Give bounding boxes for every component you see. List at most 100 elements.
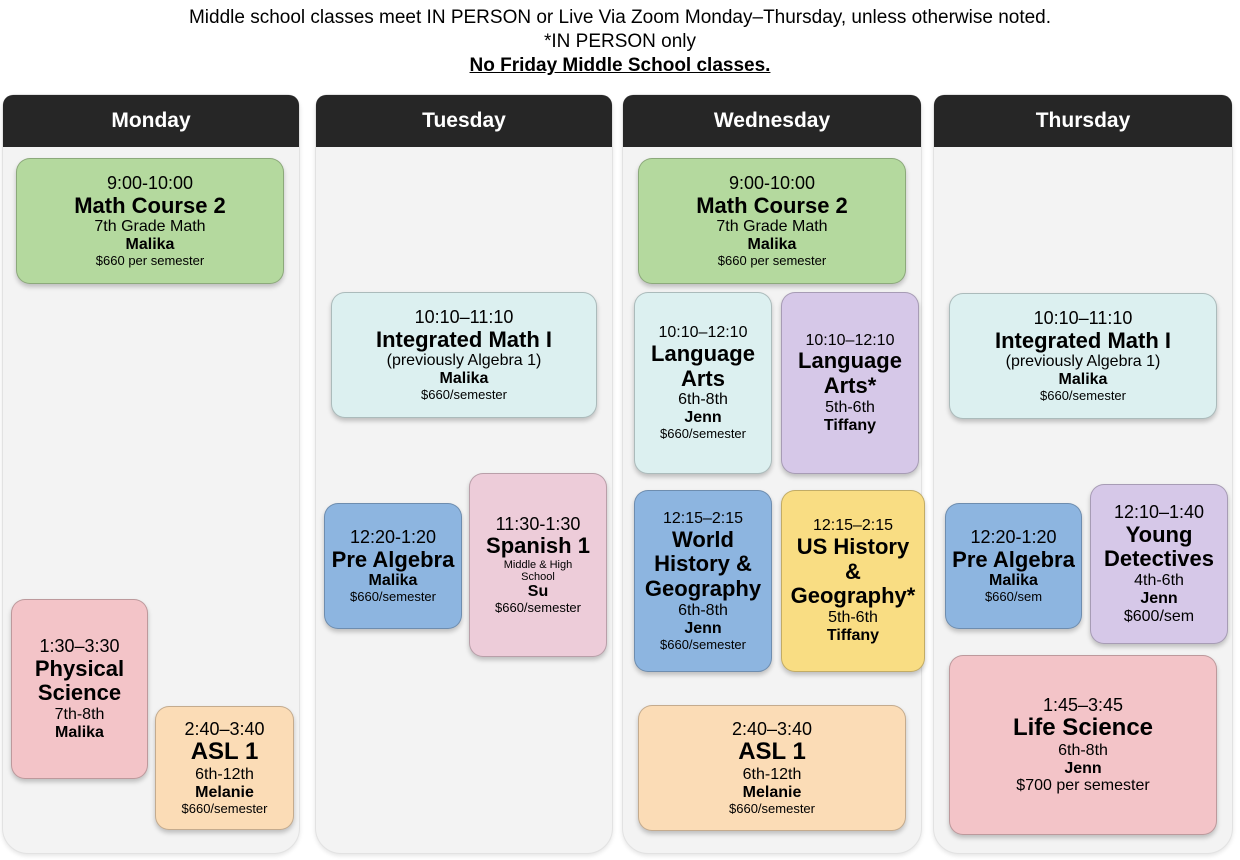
- class-price: $660 per semester: [95, 253, 205, 269]
- class-price: $600/sem: [1123, 607, 1195, 625]
- class-teacher: Malika: [747, 236, 797, 254]
- class-name: Geography*: [790, 583, 916, 609]
- class-card-young-detectives[interactable]: 12:10–1:40 Young Detectives 4th-6th Jenn…: [1090, 484, 1228, 644]
- class-name: Pre Algebra: [952, 546, 1075, 572]
- class-teacher: Tiffany: [826, 626, 880, 644]
- class-time: 12:10–1:40: [1113, 502, 1205, 523]
- class-card-language-arts-in-person[interactable]: 10:10–12:10 Language Arts* 5th-6th Tiffa…: [781, 292, 919, 474]
- class-teacher: Malika: [368, 572, 418, 590]
- page-header: Middle school classes meet IN PERSON or …: [0, 6, 1240, 78]
- class-grade: 6th-8th: [1058, 741, 1108, 759]
- class-name: Spanish 1: [486, 533, 590, 559]
- class-price: $660/semester: [660, 426, 746, 442]
- class-note: (previously Algebra 1): [1005, 353, 1161, 371]
- class-grade: 7th-8th: [54, 705, 105, 723]
- day-header-thursday: Thursday: [934, 95, 1232, 147]
- class-card-spanish-1[interactable]: 11:30-1:30 Spanish 1 Middle & High Schoo…: [469, 473, 607, 657]
- class-name: US History: [796, 534, 910, 560]
- class-level: Middle & High: [503, 558, 573, 571]
- header-note-schedule: Middle school classes meet IN PERSON or …: [188, 7, 1052, 28]
- class-card-pre-algebra[interactable]: 12:20-1:20 Pre Algebra Malika $660/sem: [945, 503, 1082, 629]
- class-name: Life Science: [1012, 713, 1154, 741]
- class-card-asl-1[interactable]: 2:40–3:40 ASL 1 6th-12th Melanie $660/se…: [638, 705, 906, 831]
- class-teacher: Jenn: [684, 409, 722, 427]
- class-name: Integrated Math I: [994, 327, 1171, 353]
- class-time: 10:10–11:10: [1033, 308, 1133, 329]
- class-card-us-history-geography[interactable]: 12:15–2:15 US History & Geography* 5th-6…: [781, 490, 925, 672]
- class-price: $660/semester: [660, 636, 746, 652]
- class-price: $660/semester: [350, 589, 436, 605]
- class-teacher: Malika: [55, 723, 104, 741]
- class-name: Arts*: [823, 373, 877, 399]
- class-name: Science: [37, 680, 122, 706]
- class-time: 2:40–3:40: [184, 719, 265, 740]
- class-time: 2:40–3:40: [731, 719, 813, 740]
- class-teacher: Tiffany: [823, 416, 877, 434]
- column-tuesday: Tuesday 10:10–11:10 Integrated Math I (p…: [315, 94, 613, 854]
- class-teacher: Malika: [1058, 371, 1108, 389]
- class-price: $660/sem: [984, 589, 1043, 605]
- class-price: $660/semester: [421, 387, 507, 403]
- class-time: 9:00-10:00: [728, 173, 816, 194]
- class-grade: 5th-6th: [825, 398, 875, 416]
- class-card-integrated-math-i[interactable]: 10:10–11:10 Integrated Math I (previousl…: [331, 292, 597, 418]
- class-name: Integrated Math I: [375, 326, 552, 352]
- class-note: (previously Algebra 1): [386, 352, 542, 370]
- class-time: 1:30–3:30: [39, 636, 120, 657]
- class-time: 10:10–11:10: [414, 307, 514, 328]
- class-card-math-course-2[interactable]: 9:00-10:00 Math Course 2 7th Grade Math …: [16, 158, 284, 284]
- class-name: Math Course 2: [696, 192, 848, 218]
- class-price: $660/semester: [495, 600, 581, 616]
- class-time: 12:15–2:15: [662, 509, 744, 527]
- class-card-life-science[interactable]: 1:45–3:45 Life Science 6th-8th Jenn $700…: [949, 655, 1217, 835]
- class-time: 9:00-10:00: [106, 173, 194, 194]
- class-teacher: Malika: [125, 236, 175, 254]
- day-header-wednesday: Wednesday: [623, 95, 921, 147]
- class-time: 11:30-1:30: [495, 514, 581, 535]
- class-name: Geography: [644, 576, 762, 602]
- class-time: 12:15–2:15: [812, 517, 894, 535]
- class-time: 12:20-1:20: [970, 527, 1057, 548]
- class-teacher: Melanie: [742, 784, 802, 802]
- class-name: Detectives: [1103, 546, 1215, 572]
- class-grade: 7th Grade Math: [94, 218, 206, 236]
- class-name: Math Course 2: [74, 192, 226, 218]
- day-header-tuesday: Tuesday: [316, 95, 612, 147]
- class-teacher: Jenn: [1064, 759, 1102, 777]
- class-price: $660/semester: [181, 801, 268, 817]
- class-time: 10:10–12:10: [805, 331, 895, 349]
- header-note-in-person: *IN PERSON only: [543, 31, 697, 52]
- class-grade: 4th-6th: [1134, 571, 1184, 589]
- day-header-monday: Monday: [3, 95, 299, 147]
- class-card-language-arts[interactable]: 10:10–12:10 Language Arts 6th-8th Jenn $…: [634, 292, 772, 474]
- class-name: Physical: [34, 655, 125, 681]
- class-teacher: Jenn: [1140, 589, 1178, 607]
- class-teacher: Jenn: [684, 619, 722, 637]
- class-card-pre-algebra[interactable]: 12:20-1:20 Pre Algebra Malika $660/semes…: [324, 503, 462, 629]
- class-price: $660/semester: [1040, 388, 1126, 404]
- class-price: $700 per semester: [1016, 777, 1150, 795]
- class-name: History &: [654, 551, 752, 577]
- class-name: ASL 1: [190, 738, 259, 766]
- class-card-asl-1[interactable]: 2:40–3:40 ASL 1 6th-12th Melanie $660/se…: [155, 706, 294, 830]
- class-name: World: [672, 526, 734, 552]
- class-grade: 6th-8th: [678, 601, 728, 619]
- class-name: ASL 1: [738, 738, 806, 766]
- class-card-integrated-math-i[interactable]: 10:10–11:10 Integrated Math I (previousl…: [949, 293, 1217, 419]
- class-name: Young: [1125, 521, 1193, 547]
- class-card-world-history-geography[interactable]: 12:15–2:15 World History & Geography 6th…: [634, 490, 772, 672]
- column-monday: Monday 9:00-10:00 Math Course 2 7th Grad…: [2, 94, 300, 854]
- class-teacher: Malika: [989, 572, 1038, 590]
- header-note-no-friday: No Friday Middle School classes.: [469, 55, 771, 76]
- class-price: $660/semester: [729, 801, 815, 817]
- class-grade: 7th Grade Math: [716, 218, 828, 236]
- class-teacher: Malika: [439, 370, 489, 388]
- class-name: Arts: [680, 365, 725, 391]
- class-card-physical-science[interactable]: 1:30–3:30 Physical Science 7th-8th Malik…: [11, 599, 148, 779]
- class-name: &: [845, 558, 861, 584]
- class-card-math-course-2[interactable]: 9:00-10:00 Math Course 2 7th Grade Math …: [638, 158, 906, 284]
- class-name: Pre Algebra: [331, 546, 455, 572]
- class-teacher: Su: [527, 583, 549, 601]
- class-teacher: Melanie: [195, 784, 254, 802]
- class-level: School: [521, 571, 555, 584]
